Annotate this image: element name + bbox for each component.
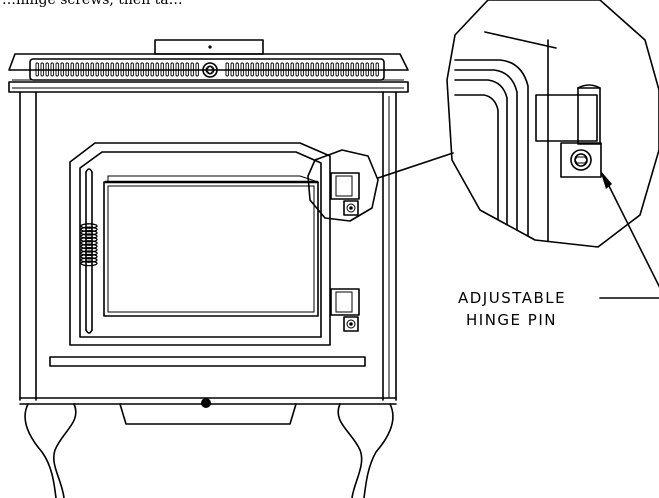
grille-slot xyxy=(170,62,174,77)
spring-coil xyxy=(80,223,98,229)
grille-slot xyxy=(225,62,229,77)
grille-slot xyxy=(370,62,374,77)
grille-slot xyxy=(155,62,159,77)
grille-slot xyxy=(355,62,359,77)
grille-slot xyxy=(100,62,104,77)
grille-slot xyxy=(360,62,364,77)
detail-leader-line xyxy=(377,152,454,179)
grille-slot xyxy=(250,62,254,77)
spring-coil xyxy=(80,260,98,267)
spring-coil xyxy=(80,250,98,257)
grille-slot xyxy=(190,62,194,77)
grille-slot xyxy=(235,62,239,77)
arrow-head xyxy=(600,170,612,189)
grille-slot xyxy=(295,62,299,77)
grille-slot xyxy=(365,62,369,77)
grille-slot xyxy=(115,62,119,77)
grille-slot xyxy=(305,62,309,77)
grille-slot xyxy=(110,62,114,77)
grille-slot xyxy=(185,62,189,77)
spring-coil xyxy=(80,233,98,240)
grille-slot xyxy=(45,62,49,77)
spring-coil xyxy=(80,229,98,236)
grille-slot xyxy=(180,62,184,77)
grille-slot xyxy=(320,62,324,77)
callout-label-line1: ADJUSTABLE xyxy=(458,289,566,307)
logo-medallion xyxy=(202,62,218,78)
stove-legs xyxy=(24,403,394,498)
grille-slot xyxy=(70,62,74,77)
handle-spring xyxy=(80,223,98,267)
grille-slot xyxy=(300,62,304,77)
grille-slot xyxy=(275,62,279,77)
grille-slot xyxy=(55,62,59,77)
grille-slot xyxy=(105,62,109,77)
grille-slot xyxy=(290,62,294,77)
top-caption: …hinge screws, then ta… xyxy=(2,0,183,8)
grille-slot xyxy=(175,62,179,77)
stove-cabinet xyxy=(19,91,397,425)
grille-slot xyxy=(310,62,314,77)
lower-hinge xyxy=(330,288,360,332)
grille-slot xyxy=(335,62,339,77)
grille-slot xyxy=(95,62,99,77)
grille-slot xyxy=(330,62,334,77)
spring-coil xyxy=(80,246,98,253)
grille-slot xyxy=(280,62,284,77)
grille-slot xyxy=(270,62,274,77)
grille-slot xyxy=(80,62,84,77)
grille-slot xyxy=(260,62,264,77)
grille-slot xyxy=(120,62,124,77)
grille-slots xyxy=(35,62,379,77)
stove-body xyxy=(8,39,409,93)
grille-slot xyxy=(130,62,134,77)
grille-slot xyxy=(255,62,259,77)
grille-slot xyxy=(40,62,44,77)
spring-coil xyxy=(80,243,98,250)
grille-slot xyxy=(75,62,79,77)
callout-label-line2: HINGE PIN xyxy=(466,311,557,329)
spring-coil xyxy=(80,236,98,243)
grille-slot xyxy=(315,62,319,77)
grille-slot xyxy=(350,62,354,77)
grille-slot xyxy=(245,62,249,77)
grille-slot xyxy=(60,62,64,77)
upper-hinge xyxy=(330,172,360,216)
firebox-door xyxy=(69,142,331,346)
grille-slot xyxy=(50,62,54,77)
spring-coil xyxy=(80,226,98,233)
grille-slot xyxy=(150,62,154,77)
grille-slot xyxy=(240,62,244,77)
grille-slot xyxy=(285,62,289,77)
grille-slot xyxy=(230,62,234,77)
grille-slot xyxy=(340,62,344,77)
grille-slot xyxy=(135,62,139,77)
grille-slot xyxy=(90,62,94,77)
grille-slot xyxy=(125,62,129,77)
grille-slot xyxy=(140,62,144,77)
grille-slot xyxy=(195,62,199,77)
spring-coil xyxy=(80,240,98,246)
grille-slot xyxy=(35,62,39,77)
grille-slot xyxy=(165,62,169,77)
grille-slot xyxy=(265,62,269,77)
spring-coil xyxy=(80,257,98,263)
grille-slot xyxy=(345,62,349,77)
grille-slot xyxy=(325,62,329,77)
grille-slot xyxy=(85,62,89,77)
door-handle xyxy=(80,168,98,334)
grille-slot xyxy=(160,62,164,77)
grille-slot xyxy=(375,62,379,77)
spring-coil xyxy=(80,253,98,260)
detail-marker-circle xyxy=(307,149,379,222)
detail-enlargement xyxy=(446,0,659,288)
grille-slot xyxy=(65,62,69,77)
grille-slot xyxy=(145,62,149,77)
